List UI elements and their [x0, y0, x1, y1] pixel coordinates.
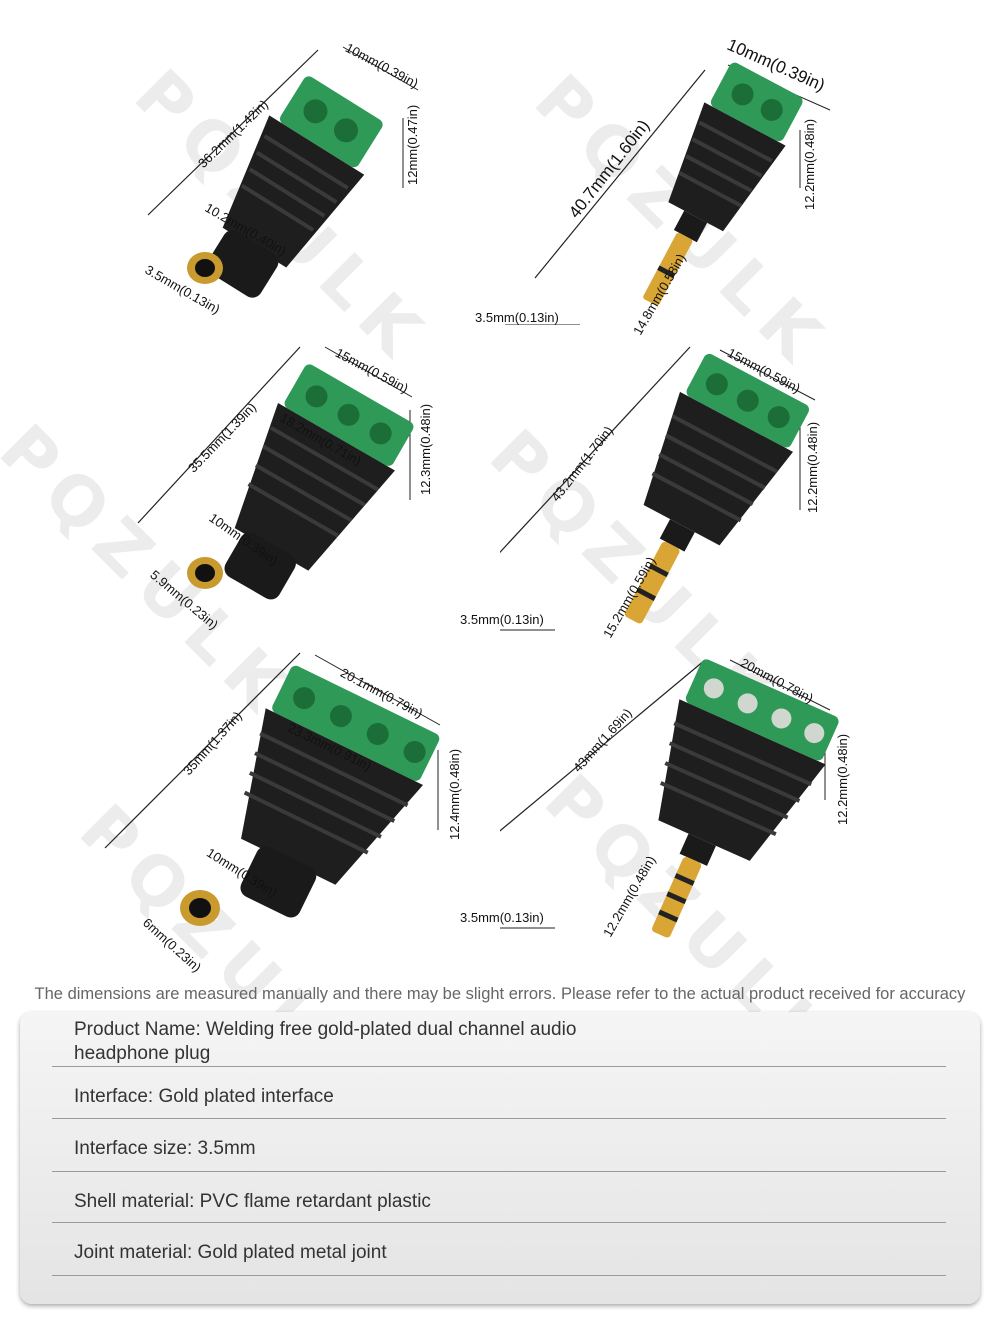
- dim-terminal-height: 12.4mm(0.48in): [447, 748, 462, 840]
- dim-terminal-height: 12.2mm(0.48in): [805, 421, 820, 513]
- spec-row-interface: Interface: Gold plated interface: [52, 1067, 946, 1119]
- spec-row-joint-material: Joint material: Gold plated metal joint: [52, 1223, 946, 1276]
- spec-interface: Interface: Gold plated interface: [74, 1086, 334, 1107]
- product-6: 43mm(1.69in) 20mm(0.78in) 12.2mm(0.48in)…: [460, 650, 1000, 975]
- product-4-image: [460, 346, 816, 631]
- product-4: 43.2mm(1.70in) 15mm(0.59in) 12.2mm(0.48i…: [460, 325, 1000, 650]
- product-3: 35.5mm(1.39in) 15mm(0.59in) 18.2mm(0.71i…: [0, 325, 500, 650]
- product-2-image: [505, 62, 831, 326]
- product-3-image: [137, 346, 414, 600]
- spec-joint-material: Joint material: Gold plated metal joint: [74, 1242, 387, 1263]
- spec-row-product-name: Product Name: Welding free gold-plated d…: [52, 1016, 946, 1067]
- spec-product-name-line2: headphone plug: [74, 1043, 211, 1064]
- measurement-disclaimer: The dimensions are measured manually and…: [34, 985, 966, 1003]
- dim-tip: 3.5mm(0.13in): [460, 612, 544, 627]
- dim-terminal-height: 12mm(0.47in): [405, 104, 420, 185]
- spec-shell-material: Shell material: PVC flame retardant plas…: [74, 1191, 431, 1212]
- dim-tip: 3.5mm(0.13in): [460, 910, 544, 925]
- dim-terminal-height: 12.2mm(0.48in): [835, 733, 850, 825]
- spec-row-interface-size: Interface size: 3.5mm: [52, 1119, 946, 1172]
- spec-interface-size: Interface size: 3.5mm: [74, 1138, 256, 1159]
- product-5-image: [104, 652, 441, 926]
- product-2: 40.7mm(1.60in) 10mm(0.39in) 12.2mm(0.48i…: [475, 0, 1000, 338]
- product-5: 35mm(1.37in) 20.1mm(0.79in) 23.3mm(0.91i…: [0, 650, 500, 975]
- spec-row-shell-material: Shell material: PVC flame retardant plas…: [52, 1172, 946, 1223]
- dim-tip: 3.5mm(0.13in): [475, 310, 559, 325]
- dim-terminal-height: 12.2mm(0.48in): [802, 118, 817, 210]
- product-1-image: [147, 46, 419, 298]
- dim-terminal-height: 12.3mm(0.48in): [418, 403, 433, 495]
- product-1: 36.2mm(1.42in) 10mm(0.39in) 12mm(0.47in)…: [0, 0, 500, 325]
- specification-panel: Product Name: Welding free gold-plated d…: [20, 1012, 980, 1304]
- product-6-image: [460, 659, 839, 938]
- spec-product-name-line1: Product Name: Welding free gold-plated d…: [74, 1019, 577, 1040]
